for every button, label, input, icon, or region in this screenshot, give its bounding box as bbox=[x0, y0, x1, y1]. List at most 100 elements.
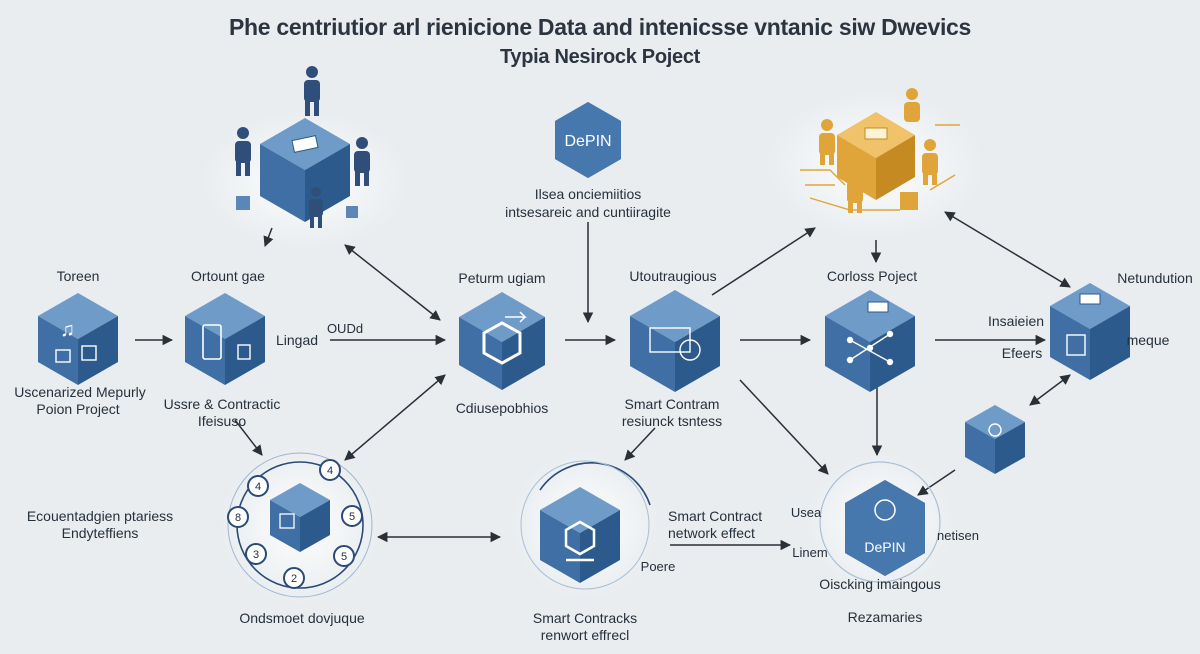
network-nodes-icon bbox=[846, 330, 894, 366]
music-box-icon bbox=[81, 345, 97, 361]
peturm-cube bbox=[459, 292, 545, 390]
rezamaries-label: Rezamaries bbox=[847, 609, 923, 625]
person-icon bbox=[847, 167, 863, 213]
money-icon bbox=[291, 135, 319, 153]
usare-label-1: Ussre & Contractic bbox=[163, 396, 281, 412]
netisen-label: netisen bbox=[937, 528, 979, 543]
ring-node-number: 4 bbox=[327, 465, 333, 477]
smart-bottom-label-1: Smart Contracks bbox=[532, 610, 638, 626]
hexagon-icon bbox=[564, 520, 596, 556]
corloss-cube bbox=[825, 290, 915, 392]
depin-top-desc-2: intsesareic and cuntiiragite bbox=[505, 204, 671, 220]
usare-label-2: Ifeisuso bbox=[197, 413, 247, 429]
gold-circuit-lines bbox=[800, 124, 960, 211]
ring-center bbox=[520, 460, 651, 590]
grid-icon bbox=[1066, 334, 1086, 356]
person-icon bbox=[922, 139, 938, 185]
meque-label: meque bbox=[1126, 332, 1170, 348]
user-icon bbox=[988, 423, 1002, 437]
smart-contract-label-2: resiunck tsntess bbox=[621, 413, 723, 429]
person-icon bbox=[904, 88, 920, 122]
ring-node: 8 bbox=[227, 506, 249, 528]
arrow-people-peturm bbox=[344, 244, 441, 321]
ring-node-number: 3 bbox=[253, 549, 259, 561]
corloss-label: Corloss Poject bbox=[826, 268, 918, 284]
smart-bottom-label-2: renwort effrecl bbox=[540, 627, 630, 643]
smart-contract-cube bbox=[630, 290, 720, 392]
arrow-netund-small bbox=[1029, 374, 1071, 406]
ring-node-number: 4 bbox=[255, 481, 261, 493]
ring-node: 3 bbox=[245, 543, 267, 565]
money-icon bbox=[864, 127, 888, 140]
ring-node: 2 bbox=[283, 567, 305, 589]
ring-node-number: 5 bbox=[341, 551, 347, 563]
person-icon bbox=[304, 66, 320, 116]
ortount-cube bbox=[185, 293, 265, 385]
cdiuse-label: Cdiusepobhios bbox=[455, 400, 549, 416]
smart-network-label-1: Smart Contract bbox=[668, 508, 763, 524]
ecouentad-label-1: Ecouentadgien ptariess bbox=[26, 508, 174, 524]
ring-center-cube bbox=[540, 487, 620, 583]
device-icon bbox=[202, 324, 222, 360]
money-icon bbox=[1079, 293, 1101, 305]
diagram-title: Phe centriutior arl rienicione Data and … bbox=[228, 14, 972, 40]
ring-node: 4 bbox=[247, 475, 269, 497]
lingad-label: Lingad bbox=[275, 332, 319, 348]
music-note-icon: ♫ bbox=[60, 319, 75, 341]
arrow-people-down bbox=[263, 227, 274, 247]
ring-right bbox=[819, 461, 941, 583]
ecouentad-label-2: Endyteffiens bbox=[61, 525, 139, 541]
netundution-cube bbox=[1050, 283, 1130, 380]
ring-number-nodes: 4 4 8 5 3 5 2 bbox=[227, 459, 363, 589]
music-box-icon bbox=[55, 349, 71, 363]
arrow-gold-netund bbox=[944, 211, 1071, 288]
depin-bottom-label: DePIN bbox=[864, 539, 905, 555]
depin-top-desc-1: Ilsea onciemiitios bbox=[534, 186, 642, 202]
person-icon bbox=[819, 119, 835, 165]
person-icon bbox=[309, 187, 323, 228]
person-icon bbox=[235, 127, 251, 176]
depin-bottom-cube: DePIN bbox=[845, 480, 925, 576]
ring-left-cube bbox=[270, 483, 330, 552]
smart-network-label-2: network effect bbox=[668, 525, 755, 541]
people-cube bbox=[260, 118, 350, 222]
gear-icon bbox=[679, 339, 701, 361]
arrow-smart-ring-down bbox=[624, 427, 656, 461]
oiscking-label: Oiscking imaingous bbox=[819, 576, 941, 592]
small-user-cube bbox=[965, 405, 1025, 474]
depin-top-cube: DePIN bbox=[555, 102, 621, 178]
people-figures bbox=[235, 66, 370, 228]
chip-icon bbox=[279, 513, 295, 529]
toreen-label: Toreen bbox=[56, 268, 100, 284]
person-icon bbox=[354, 137, 370, 186]
utouriaugious-label: Utoutraugious bbox=[629, 268, 717, 284]
arrow-smart-depin bbox=[739, 379, 829, 475]
ondsmoet-label: Ondsmoet dovjuque bbox=[239, 610, 365, 626]
poere-label: Poere bbox=[640, 559, 676, 574]
ring-node: 5 bbox=[341, 505, 363, 527]
connector-lines bbox=[135, 211, 1071, 551]
smart-contract-label-1: Smart Contram bbox=[624, 396, 720, 412]
ring-node-number: 5 bbox=[349, 511, 355, 523]
gold-box-icon bbox=[900, 192, 918, 210]
linem-label: Linem bbox=[792, 545, 828, 560]
oudd-label: OUDd bbox=[326, 321, 364, 336]
arrow-usare-ring bbox=[234, 419, 263, 456]
depin-top-label: DePIN bbox=[564, 133, 611, 150]
diagram-subtitle: Typia Nesirock Poject bbox=[499, 46, 701, 68]
insaieien-label: Insaieien bbox=[987, 313, 1045, 329]
uscenarized-label-1: Uscenarized Mepurly bbox=[14, 384, 146, 400]
pointer-arrow-icon bbox=[505, 311, 527, 323]
money-icon bbox=[867, 301, 889, 313]
arrow-small-cube-depin bbox=[917, 469, 956, 496]
gold-people bbox=[819, 88, 938, 213]
peturm-label: Peturm ugiam bbox=[458, 270, 546, 286]
ortount-label: Ortount gae bbox=[191, 268, 265, 284]
efeers-label: Efeers bbox=[1001, 345, 1043, 361]
ring-node: 4 bbox=[319, 459, 341, 481]
ring-node: 5 bbox=[333, 545, 355, 567]
small-box-icon bbox=[346, 206, 358, 218]
arrow-smart-gold bbox=[711, 227, 816, 296]
